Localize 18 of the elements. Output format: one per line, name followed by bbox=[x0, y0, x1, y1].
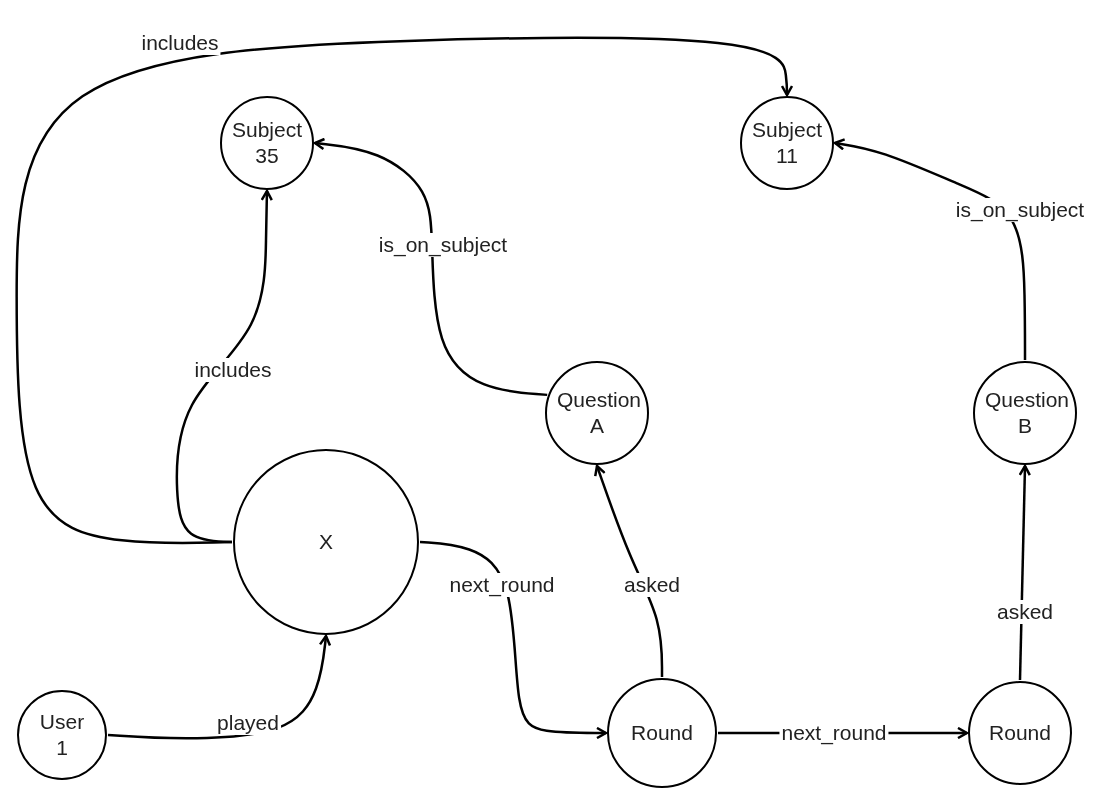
node-label: Subject 35 bbox=[232, 116, 302, 169]
edge-label: asked bbox=[622, 573, 682, 597]
arrow bbox=[1018, 464, 1032, 681]
arrow bbox=[107, 634, 332, 740]
node-label: Round bbox=[631, 719, 693, 746]
arrow bbox=[594, 464, 664, 677]
edge-label: asked bbox=[995, 600, 1055, 624]
arrow bbox=[15, 36, 794, 545]
edge-label: next_round bbox=[447, 573, 557, 597]
edge-label: includes bbox=[192, 358, 274, 382]
node-label: Round bbox=[989, 719, 1051, 746]
node-label: X bbox=[319, 528, 333, 555]
arrow bbox=[833, 138, 1027, 360]
arrow bbox=[175, 189, 273, 544]
arrow bbox=[419, 540, 608, 740]
node-label: User 1 bbox=[38, 708, 86, 761]
arrow bbox=[313, 137, 548, 397]
node-label: Subject 11 bbox=[752, 116, 822, 169]
